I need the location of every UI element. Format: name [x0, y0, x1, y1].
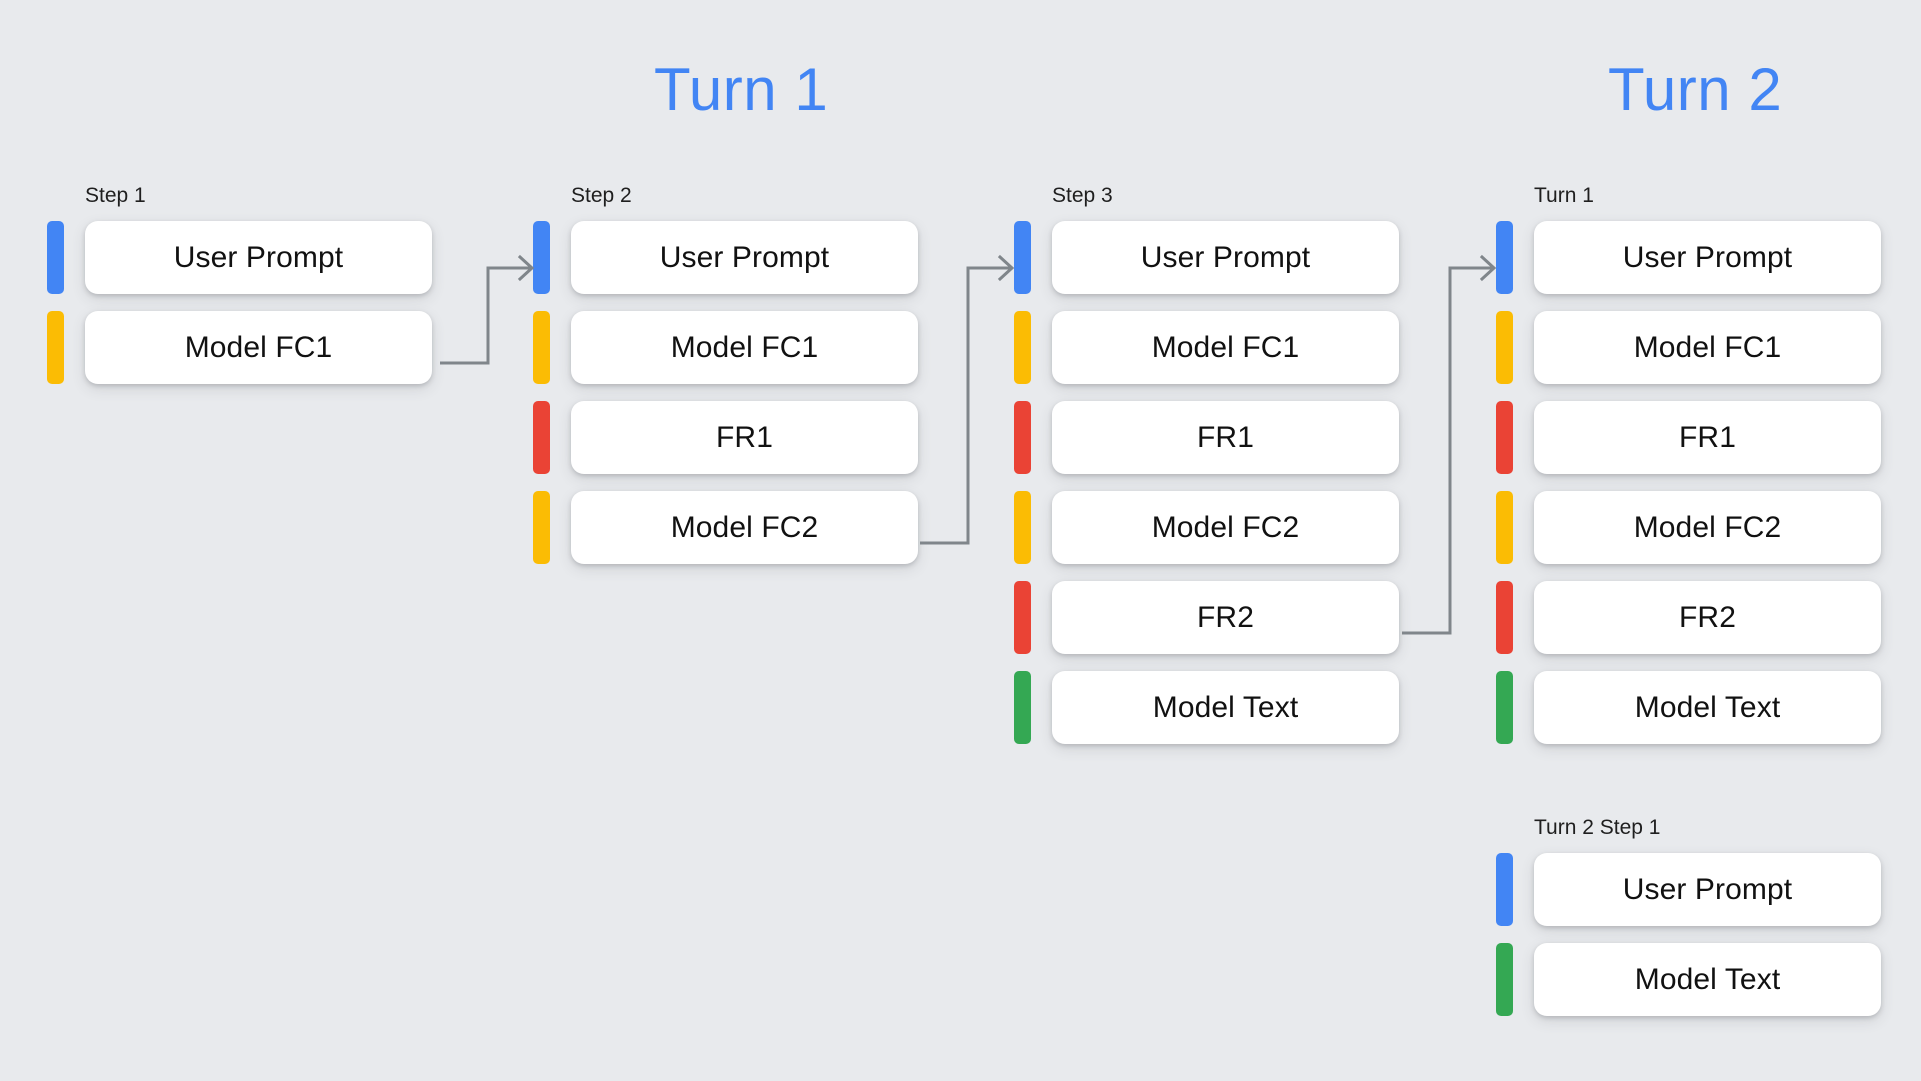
status-bar-red — [533, 401, 550, 474]
column-label-step-1: Step 1 — [85, 184, 146, 207]
card-model-fc1[interactable]: Model FC1 — [85, 311, 432, 384]
column-label-step-3: Step 3 — [1052, 184, 1113, 207]
status-bar-blue — [1014, 221, 1031, 294]
card-user-prompt[interactable]: User Prompt — [85, 221, 432, 294]
column-label-step-2: Step 2 — [571, 184, 632, 207]
status-bar-red — [1496, 581, 1513, 654]
status-bar-yellow — [47, 311, 64, 384]
turn-2-heading: Turn 2 — [1608, 56, 1783, 123]
column-label-turn2-turn1: Turn 1 — [1534, 184, 1594, 207]
status-bar-yellow — [1496, 311, 1513, 384]
card-model-fc1[interactable]: Model FC1 — [571, 311, 918, 384]
card-model-text[interactable]: Model Text — [1052, 671, 1399, 744]
card-model-fc1[interactable]: Model FC1 — [1052, 311, 1399, 384]
status-bar-blue — [1496, 221, 1513, 294]
status-bar-yellow — [533, 311, 550, 384]
card-user-prompt[interactable]: User Prompt — [1534, 221, 1881, 294]
status-bar-yellow — [1496, 491, 1513, 564]
status-bar-red — [1496, 401, 1513, 474]
card-model-fc2[interactable]: Model FC2 — [1534, 491, 1881, 564]
status-bar-blue — [533, 221, 550, 294]
card-model-fc2[interactable]: Model FC2 — [1052, 491, 1399, 564]
column-label-turn2-step-1: Turn 2 Step 1 — [1534, 816, 1661, 839]
status-bar-red — [1014, 401, 1031, 474]
card-model-text[interactable]: Model Text — [1534, 671, 1881, 744]
status-bar-red — [1014, 581, 1031, 654]
card-fr2[interactable]: FR2 — [1534, 581, 1881, 654]
status-bar-yellow — [1014, 311, 1031, 384]
status-bar-yellow — [533, 491, 550, 564]
card-user-prompt[interactable]: User Prompt — [571, 221, 918, 294]
card-fr1[interactable]: FR1 — [571, 401, 918, 474]
card-model-fc1[interactable]: Model FC1 — [1534, 311, 1881, 384]
card-user-prompt[interactable]: User Prompt — [1534, 853, 1881, 926]
card-model-text[interactable]: Model Text — [1534, 943, 1881, 1016]
card-user-prompt[interactable]: User Prompt — [1052, 221, 1399, 294]
card-fr1[interactable]: FR1 — [1534, 401, 1881, 474]
status-bar-green — [1014, 671, 1031, 744]
status-bar-yellow — [1014, 491, 1031, 564]
turn-1-heading: Turn 1 — [654, 56, 829, 123]
card-model-fc2[interactable]: Model FC2 — [571, 491, 918, 564]
card-fr2[interactable]: FR2 — [1052, 581, 1399, 654]
status-bar-blue — [1496, 853, 1513, 926]
status-bar-blue — [47, 221, 64, 294]
status-bar-green — [1496, 671, 1513, 744]
status-bar-green — [1496, 943, 1513, 1016]
card-fr1[interactable]: FR1 — [1052, 401, 1399, 474]
